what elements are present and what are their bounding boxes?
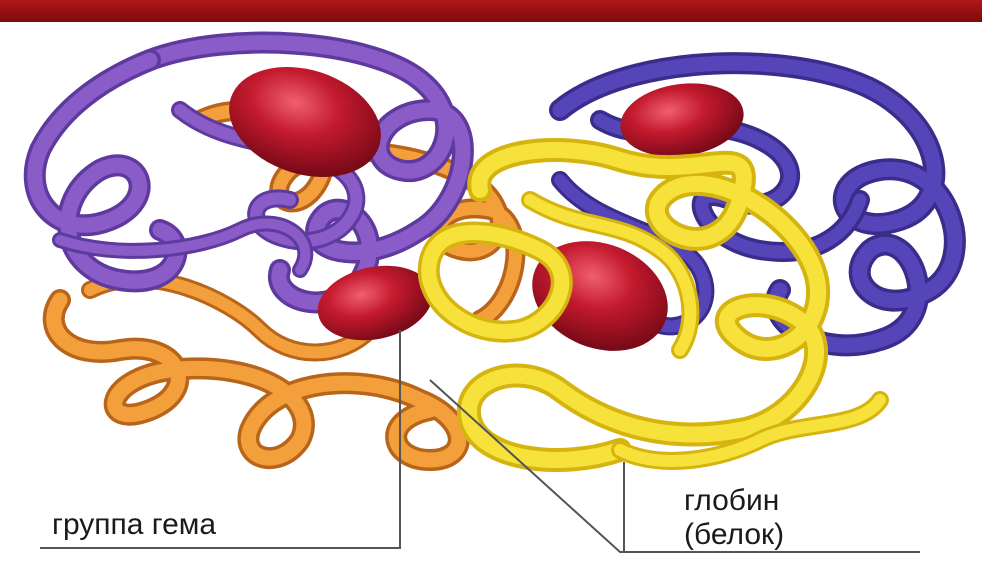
- hemoglobin-illustration: [0, 22, 982, 576]
- globin-label-line2: (белок): [684, 518, 784, 552]
- hemoglobin-diagram: [0, 22, 982, 576]
- top-bar: [0, 0, 982, 22]
- heme-group-top-left: [215, 48, 396, 195]
- globin-label-line1: глобин: [684, 484, 784, 518]
- globin-label: глобин (белок): [684, 484, 784, 552]
- heme-group-label: группа гема: [52, 508, 216, 542]
